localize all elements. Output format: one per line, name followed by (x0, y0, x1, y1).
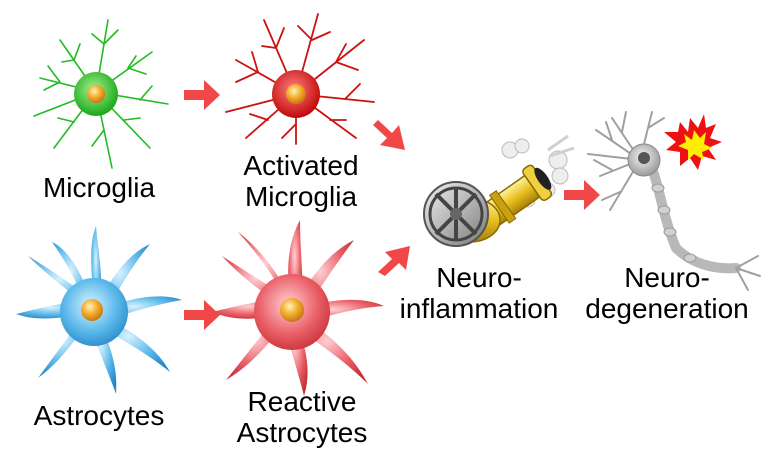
label-activated-microglia: Activated Microglia (216, 150, 386, 212)
microglia-cell-icon (33, 19, 169, 169)
label-reactive-astrocytes: Reactive Astrocytes (212, 386, 392, 448)
label-activated-microglia-line1: Activated (243, 150, 359, 181)
label-activated-microglia-line2: Microglia (244, 181, 358, 212)
label-reactive-astrocytes-line1: Reactive (247, 386, 357, 417)
label-neurodegeneration-line1: Neuro- (624, 262, 710, 293)
arrows (184, 80, 600, 330)
label-microglia: Microglia (24, 172, 174, 203)
arrow-icon (378, 246, 410, 276)
label-neurodegeneration: Neuro- degeneration (572, 262, 762, 324)
arrow-icon (184, 300, 220, 330)
arrow-icon (564, 180, 600, 210)
label-microglia-text: Microglia (42, 172, 156, 203)
label-neuroinflammation: Neuro- inflammation (384, 262, 574, 324)
activated-microglia-cell-icon (225, 13, 375, 145)
cannon-icon (423, 134, 575, 247)
label-reactive-astrocytes-line2: Astrocytes (236, 417, 368, 448)
label-astrocytes: Astrocytes (14, 400, 184, 431)
label-astrocytes-text: Astrocytes (33, 400, 165, 431)
reactive-astrocyte-cell-icon (212, 220, 384, 396)
label-neuroinflammation-line2: inflammation (399, 293, 559, 324)
arrow-icon (373, 120, 405, 150)
degenerating-neuron-icon (587, 111, 761, 291)
astrocyte-cell-icon (16, 226, 182, 394)
label-neuroinflammation-line1: Neuro- (436, 262, 522, 293)
explosion-burst-icon (664, 114, 722, 170)
label-neurodegeneration-line2: degeneration (585, 293, 749, 324)
arrow-icon (184, 80, 220, 110)
